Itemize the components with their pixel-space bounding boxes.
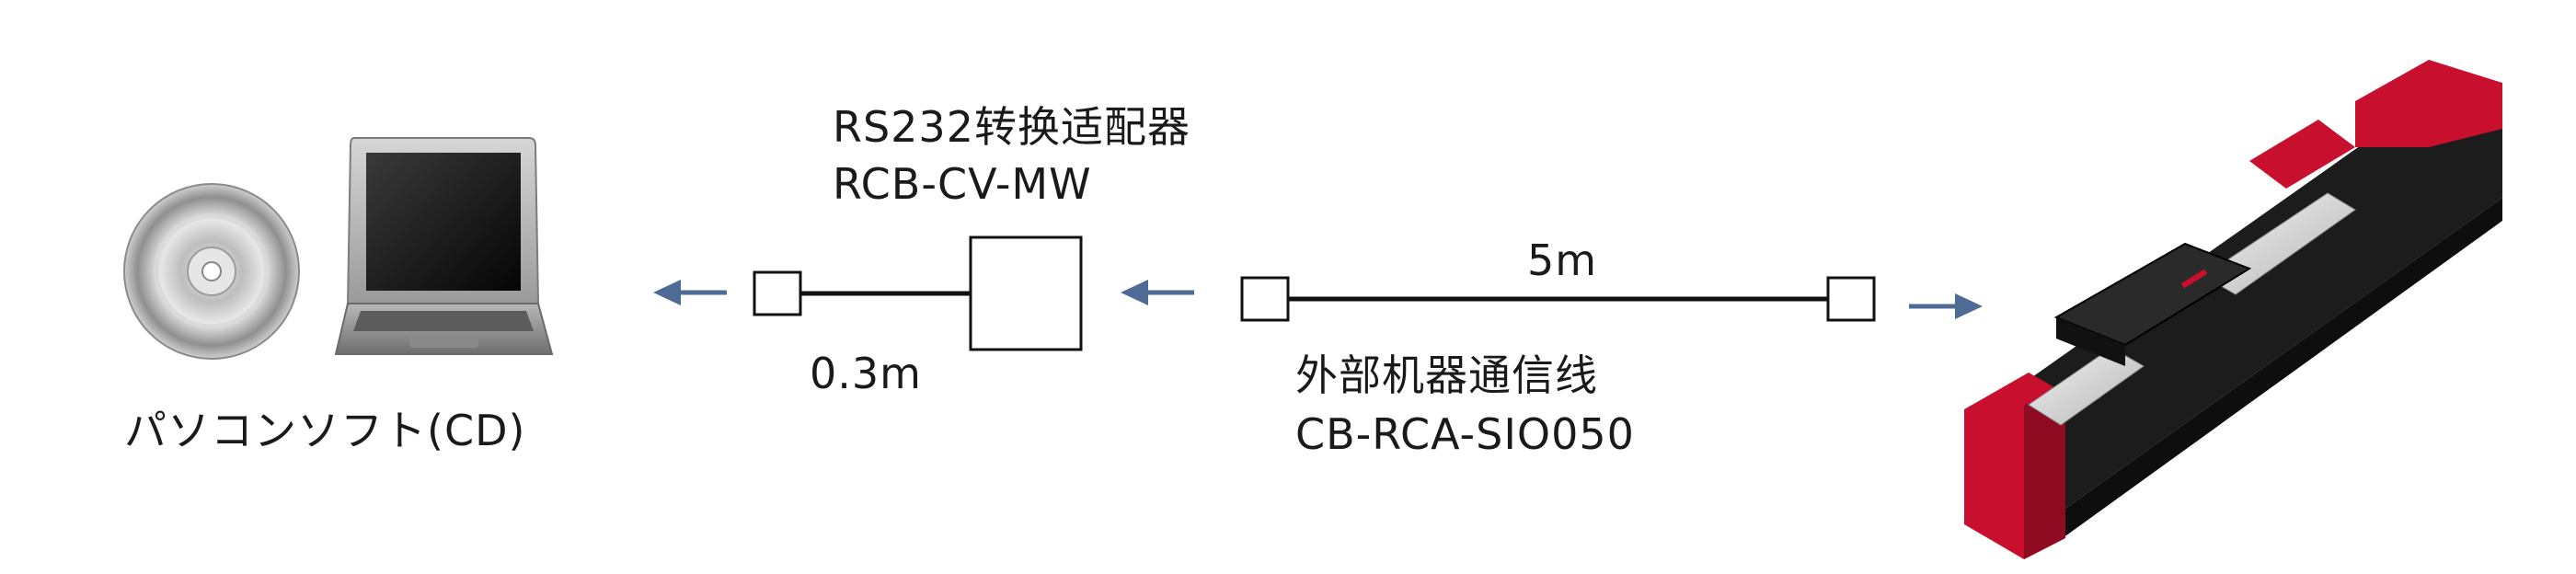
arrow-left-icon	[653, 280, 727, 305]
main-cable-connector-right	[1826, 276, 1876, 322]
software-label: パソコンソフト(CD)	[124, 406, 526, 455]
adapter-box	[969, 235, 1083, 351]
main-cable-model: CB-RCA-SIO050	[1295, 409, 1635, 459]
main-cable-length: 5m	[1527, 235, 1598, 285]
arrow-right-icon	[1909, 293, 1983, 319]
arrow-left-icon	[1121, 280, 1194, 305]
actuator-icon	[1964, 60, 2502, 559]
main-cable-connector-left	[1240, 276, 1290, 322]
adapter-model: RCB-CV-MW	[833, 159, 1092, 209]
cd-disc-icon	[123, 183, 300, 360]
short-cable-connector	[753, 270, 802, 316]
short-cable-length: 0.3m	[810, 349, 922, 398]
laptop-icon	[334, 137, 554, 355]
main-cable-title: 外部机器通信线	[1295, 350, 1598, 400]
adapter-title: RS232转换适配器	[833, 102, 1190, 152]
